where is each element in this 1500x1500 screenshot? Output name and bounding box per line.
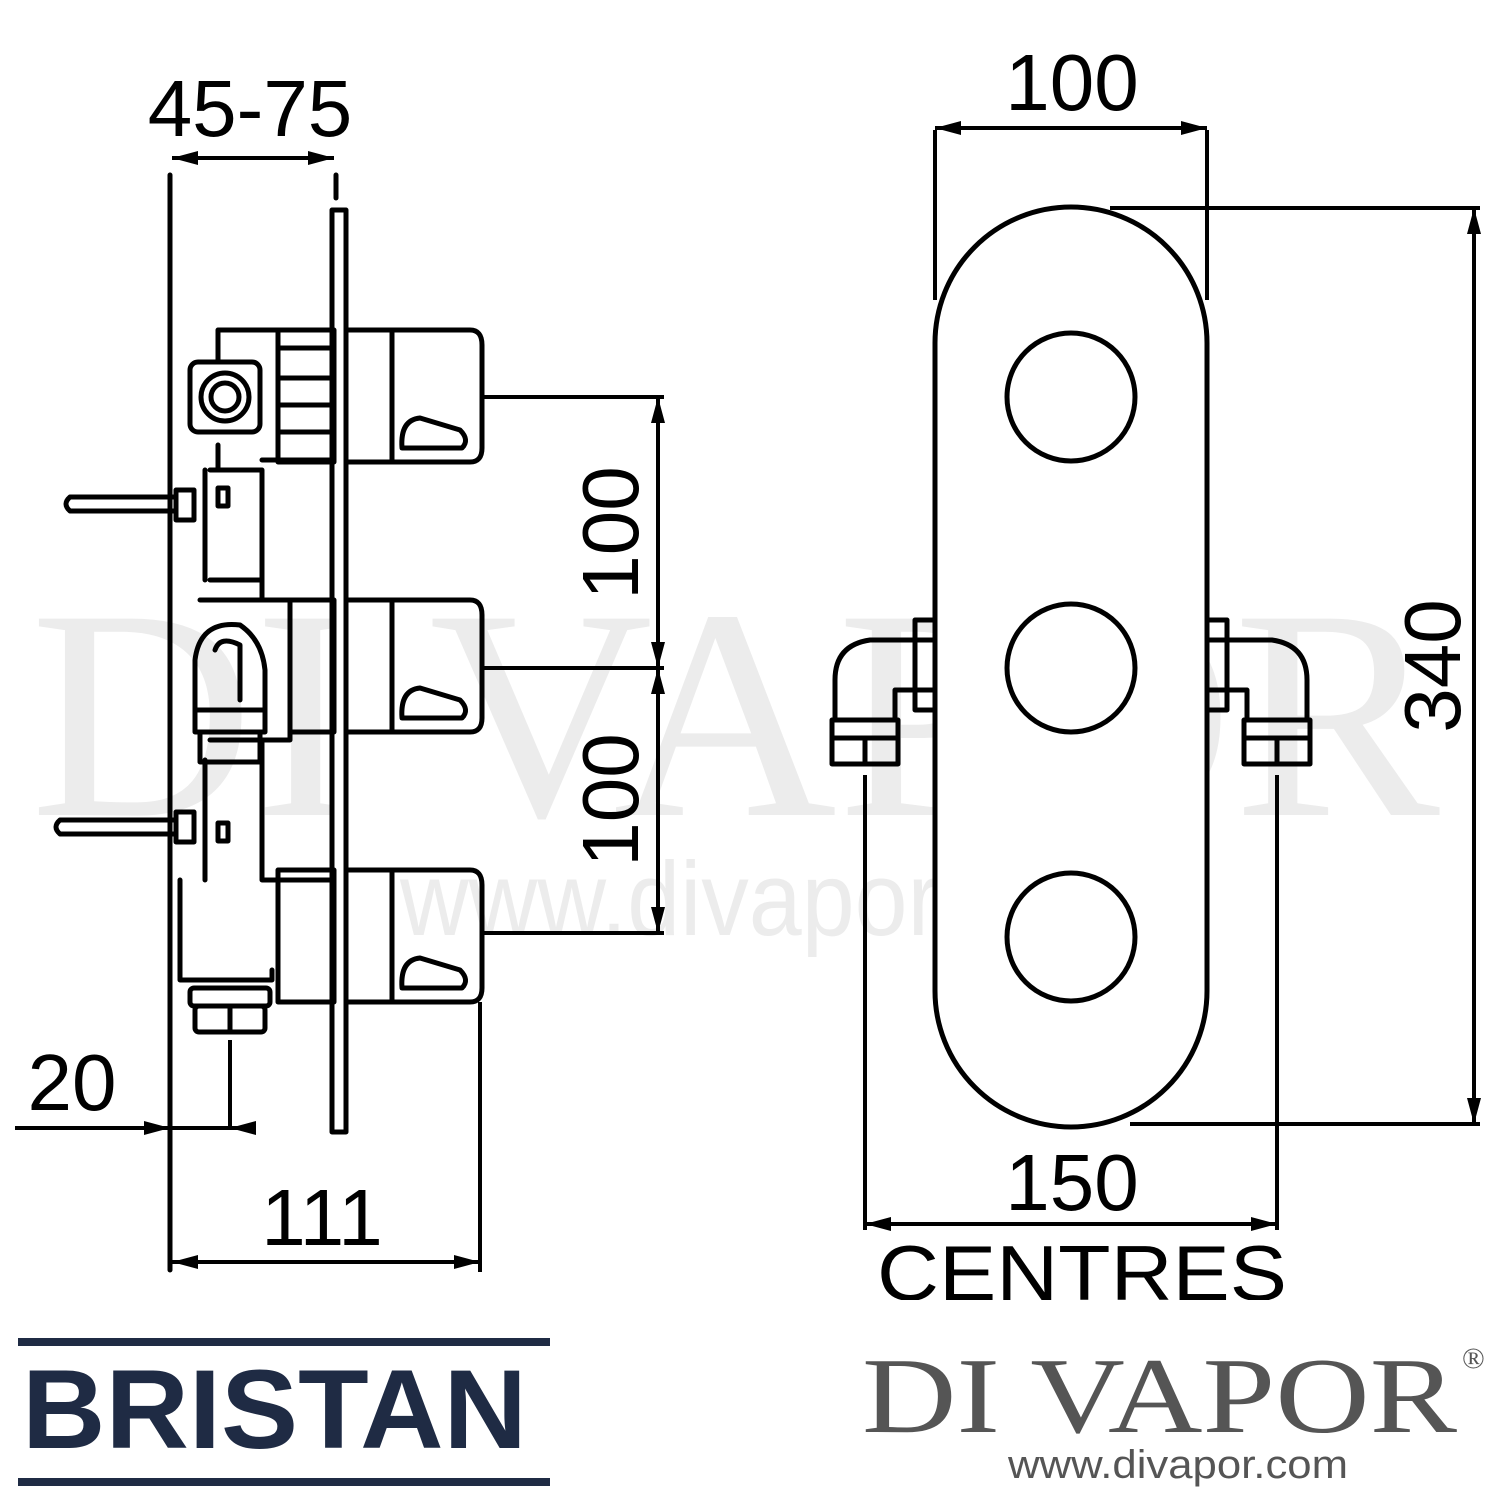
registered-mark: ® — [1462, 1342, 1485, 1375]
top-cartridge — [275, 327, 485, 465]
side-view — [53, 172, 485, 1273]
left-inlet-elbow — [829, 617, 938, 767]
screw-upper — [63, 487, 197, 523]
bristan-rule-bottom — [18, 1478, 550, 1486]
front-dimensions — [863, 121, 1481, 1231]
bristan-wordmark: BRISTAN — [22, 1347, 527, 1472]
dim-label-overall-depth: 111 — [261, 1173, 383, 1262]
screw-lower — [53, 809, 197, 845]
dim-label-plate-width: 100 — [1005, 38, 1138, 127]
bottom-outlet-union — [187, 985, 273, 1035]
dim-label-plate-height: 340 — [1388, 599, 1477, 732]
dim-label-spacing-upper: 100 — [566, 466, 655, 599]
dim-label-inlet-centres: 150 — [1005, 1138, 1138, 1227]
crop-mask — [820, 1300, 1380, 1330]
dim-arrows-outlet — [144, 1121, 256, 1135]
middle-elbow-union — [192, 621, 268, 765]
body-mark — [215, 820, 231, 844]
control-knob-middle — [1004, 601, 1138, 735]
divapor-url: www.divapor.com — [1007, 1443, 1348, 1487]
side-dimensions — [15, 151, 665, 1272]
top-inlet-union — [187, 359, 263, 435]
bottom-cartridge — [275, 867, 485, 1005]
right-inlet-elbow — [1204, 617, 1313, 767]
dim-arrows-spacing — [651, 397, 665, 933]
control-knob-bottom — [1004, 870, 1138, 1004]
dim-label-outlet-offset: 20 — [28, 1038, 117, 1127]
cover-plate-front — [932, 204, 1210, 1130]
body-mark — [215, 485, 231, 509]
divapor-wordmark: DI VAPOR — [862, 1337, 1457, 1456]
watermark: DI VAPOR www.divapor.com — [30, 548, 1442, 958]
dim-label-depth-range: 45-75 — [148, 64, 353, 153]
divapor-logo: DI VAPOR ® www.divapor.com — [862, 1337, 1485, 1487]
dim-label-spacing-lower: 100 — [566, 733, 655, 866]
front-view — [829, 204, 1313, 1130]
control-knob-top — [1004, 330, 1138, 464]
bristan-rule-top — [18, 1338, 550, 1346]
bristan-logo: BRISTAN — [18, 1338, 550, 1486]
